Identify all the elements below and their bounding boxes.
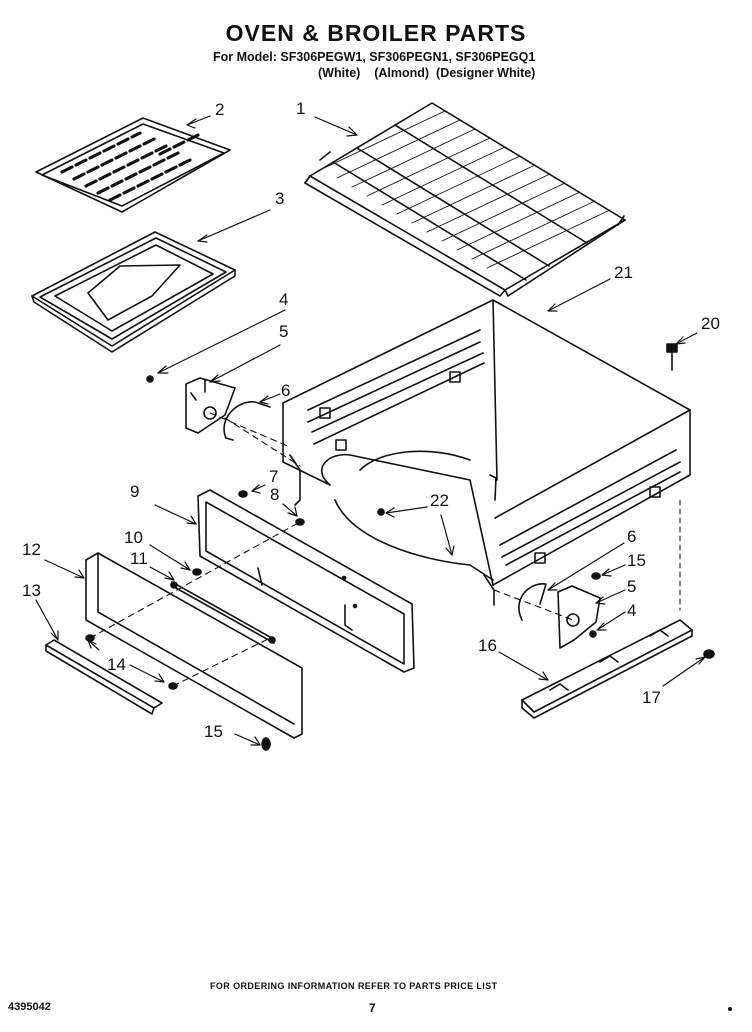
- callout-11: 11: [130, 549, 148, 568]
- callout-20: 20: [701, 314, 720, 333]
- callout-13: 13: [22, 581, 41, 600]
- callout-14: 14: [107, 655, 126, 674]
- model-numbers: For Model: SF306PEGW1, SF306PEGN1, SF306…: [213, 50, 536, 64]
- oven-rack: [304, 102, 626, 297]
- callout-6: 6: [281, 381, 290, 400]
- callout-5: 5: [279, 322, 288, 341]
- broiler-pan: [31, 231, 236, 353]
- drawer-door: [85, 552, 303, 739]
- callout-10: 10: [124, 528, 143, 547]
- screw-20: [666, 343, 681, 611]
- callout-3: 3: [275, 189, 284, 208]
- handle-bar: [170, 581, 276, 644]
- page-number: 7: [369, 1001, 376, 1015]
- corner-mark: [728, 1007, 732, 1011]
- callout-2: 2: [215, 100, 224, 119]
- left-hinge-assembly: [146, 375, 271, 441]
- callout-9: 9: [130, 482, 139, 501]
- callout-labels: 1 2 3 4 5 6 7 8 9 10 11 12 13 14 15 16 1…: [22, 99, 720, 741]
- ordering-info: FOR ORDERING INFORMATION REFER TO PARTS …: [210, 981, 498, 991]
- callout-15-right: 15: [627, 551, 646, 570]
- callout-6-right: 6: [627, 527, 636, 546]
- callout-1: 1: [296, 99, 305, 118]
- callout-7: 7: [269, 467, 278, 486]
- page-title: OVEN & BROILER PARTS: [225, 20, 527, 46]
- callout-22: 22: [430, 491, 449, 510]
- callout-15: 15: [204, 722, 223, 741]
- callout-8: 8: [270, 485, 279, 504]
- callout-21: 21: [614, 263, 633, 282]
- trim-strip: [45, 639, 163, 715]
- document-number: 4395042: [8, 1001, 51, 1013]
- callout-12: 12: [22, 540, 41, 559]
- callout-17: 17: [642, 688, 661, 707]
- right-hinge-assembly: [518, 583, 601, 649]
- drawer-front-panel: [197, 489, 415, 673]
- assembly-lines: [89, 412, 574, 687]
- bottom-rail: [521, 619, 693, 719]
- callout-4: 4: [279, 290, 288, 309]
- callout-leaders: [35, 115, 706, 746]
- model-colors: (White) (Almond) (Designer White): [318, 66, 536, 80]
- broiler-pan-grid: [35, 117, 231, 213]
- callout-5-right: 5: [627, 577, 636, 596]
- callout-16: 16: [478, 636, 497, 655]
- callout-4-right: 4: [627, 601, 636, 620]
- fasteners: [85, 490, 715, 751]
